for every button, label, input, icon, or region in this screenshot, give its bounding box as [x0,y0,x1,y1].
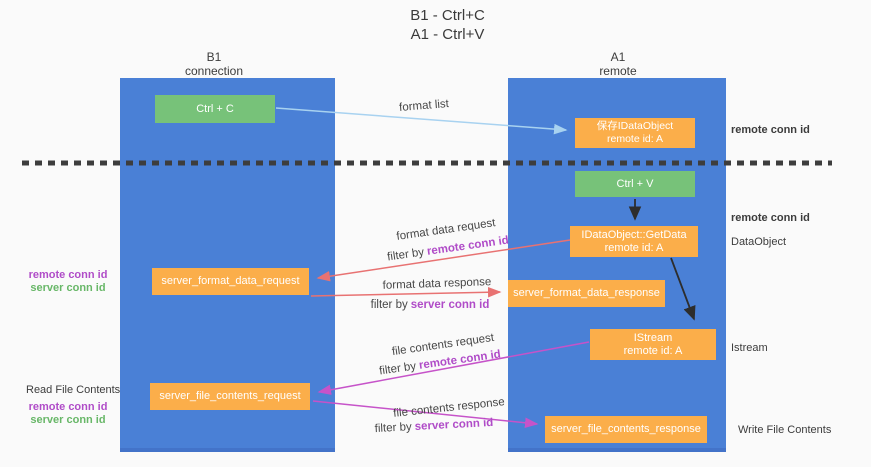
right-remote-conn-id-2: remote conn id [731,212,810,224]
server-file-contents-response-box: server_file_contents_response [545,416,707,443]
left-remote-conn-id-1: remote conn id [28,269,108,281]
write-file-contents-label: Write File Contents [738,424,832,436]
format-data-response-arrow [310,287,502,298]
left-server-conn-id-1: server conn id [30,282,106,294]
save-dataobject-box: 保存IDataObject remote id: A [575,118,695,148]
save-dataobject-line1: 保存IDataObject [596,120,674,132]
title-line-1: B1 - Ctrl+C [410,7,485,24]
flow-label-format-list: format list [398,98,450,114]
server-format-data-request-label: server_format_data_request [161,275,300,287]
istream-side-label: Istream [731,342,768,354]
getdata-line2: remote id: A [604,241,664,254]
dataobject-label: DataObject [731,236,787,248]
server-format-data-response-box: server_format_data_response [508,280,665,307]
right-remote-conn-id-1: remote conn id [731,124,810,136]
diagram-title: B1 - Ctrl+C A1 - Ctrl+V [12,6,871,44]
save-dataobject-line2: remote id: A [606,133,664,145]
left-conn-ids-bottom: remote conn id server conn id [16,401,120,427]
server-file-contents-response-label: server_file_contents_response [551,423,701,435]
left-conn-ids-top: remote conn id server conn id [16,269,120,295]
right-column-header: A1 remote [538,50,698,78]
left-column-name: B1 [206,50,222,64]
server-format-data-response-label: server_format_data_response [513,287,660,299]
left-column-role: connection [184,64,244,78]
server-file-contents-request-box: server_file_contents_request [150,383,310,410]
left-server-conn-id-2: server conn id [30,414,106,426]
server-format-data-request-box: server_format_data_request [152,268,309,295]
title-line-2: A1 - Ctrl+V [410,26,485,43]
ctrl-v-box: Ctrl + V [575,171,695,197]
istream-line2: remote id: A [623,344,683,357]
istream-line1: IStream [633,331,673,344]
left-column-header: B1 connection [134,50,294,78]
flow-label-format-data-response: format data response [382,276,492,292]
istream-box: IStream remote id: A [590,329,716,360]
ctrl-c-label: Ctrl + C [196,102,234,115]
server-file-contents-request-label: server_file_contents_request [159,390,301,402]
right-column-name: A1 [610,50,626,64]
read-file-contents-label: Read File Contents [26,384,121,396]
getdata-line1: IDataObject::GetData [581,228,687,241]
ctrl-v-label: Ctrl + V [616,177,654,190]
getdata-box: IDataObject::GetData remote id: A [570,226,698,257]
right-column-role: remote [599,64,637,78]
ctrl-c-box: Ctrl + C [155,95,275,123]
left-remote-conn-id-2: remote conn id [28,401,108,413]
